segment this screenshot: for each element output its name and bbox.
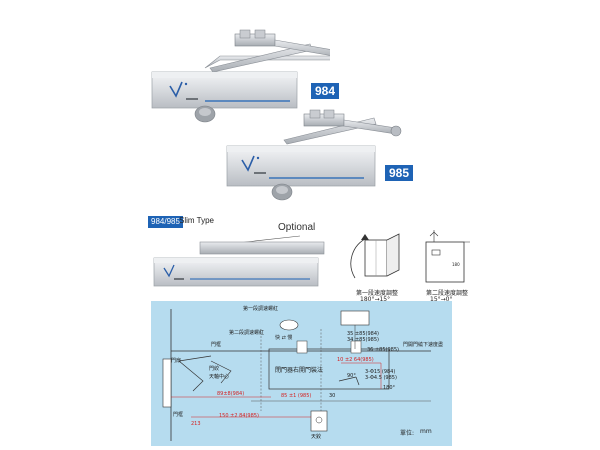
model-984-badge: 984 — [311, 83, 340, 99]
right-open-install-label: 閉門器右開門裝法 — [275, 367, 324, 374]
dimension-12: 89±8(984) — [217, 391, 245, 397]
dimension-2: 34 ±85(985) — [347, 337, 379, 343]
second-speed-range: 15°→0° — [430, 296, 453, 303]
first-speed-adjust-diagram — [350, 233, 400, 279]
door-frame-label: 門框 — [211, 342, 222, 348]
door-leaf-label: 門扇 — [171, 358, 182, 364]
optional-label: Optional — [278, 222, 316, 233]
dimension-9: 180° — [383, 385, 396, 391]
first-speed-range: 180°→15° — [360, 296, 391, 303]
hinge-label: 門絞 — [209, 366, 220, 372]
second-speed-screw-label: 第二段調速螺紅 — [229, 330, 265, 336]
dimension-8: 213 — [191, 421, 201, 427]
slim-type-closer-image — [153, 235, 325, 287]
top-pivot-label: 天鉸 — [311, 434, 322, 440]
dimension-11: 36 ±85(985) — [367, 347, 399, 353]
second-speed-adjust-diagram — [425, 230, 470, 283]
fast-slow-label: 快 ⇄ 慢 — [275, 335, 293, 341]
slim-model-badge: 984/985 — [148, 216, 183, 228]
first-speed-caption: 第一段速度調整 — [356, 290, 399, 297]
dimension-4: 3-Φ4.5 (985) — [365, 375, 397, 381]
door-frame-lower-label: 門框 — [173, 412, 184, 418]
installation-drawing — [162, 309, 431, 441]
door-closer-985-image — [226, 109, 402, 201]
center-label: 天軸中心 — [209, 374, 230, 380]
unit-label: 單位: — [400, 430, 415, 437]
installation-diagram: 第一段調速螺紅 第二段調速螺紅 快 ⇄ 慢 門框 門扇 門絞 天軸中心 閉門器右… — [151, 301, 452, 446]
door-close-speed-label: 門開門繞下速度盡 — [403, 342, 444, 348]
door-closer-984-image — [151, 29, 330, 123]
dimension-5: 10 ±2 64(985) — [337, 357, 374, 363]
door-dimension-label: 180 — [452, 262, 460, 267]
dimension-10: 30 — [329, 393, 336, 399]
angle-90-label: 90° — [347, 373, 356, 379]
dimension-7: 150 ±2 84(985) — [219, 413, 259, 419]
unit-value: mm — [420, 428, 432, 435]
dimension-3: 3-Φ15 (984) — [365, 369, 396, 375]
model-985-badge: 985 — [385, 165, 414, 181]
dimension-1: 35 ±85(984) — [347, 331, 379, 337]
dimension-6: 85 ±1 (985) — [281, 393, 312, 399]
first-speed-screw-label: 第一段調速螺紅 — [243, 306, 279, 312]
slim-type-label: Slim Type — [179, 216, 214, 225]
second-speed-caption: 第二段速度調整 — [426, 290, 469, 297]
